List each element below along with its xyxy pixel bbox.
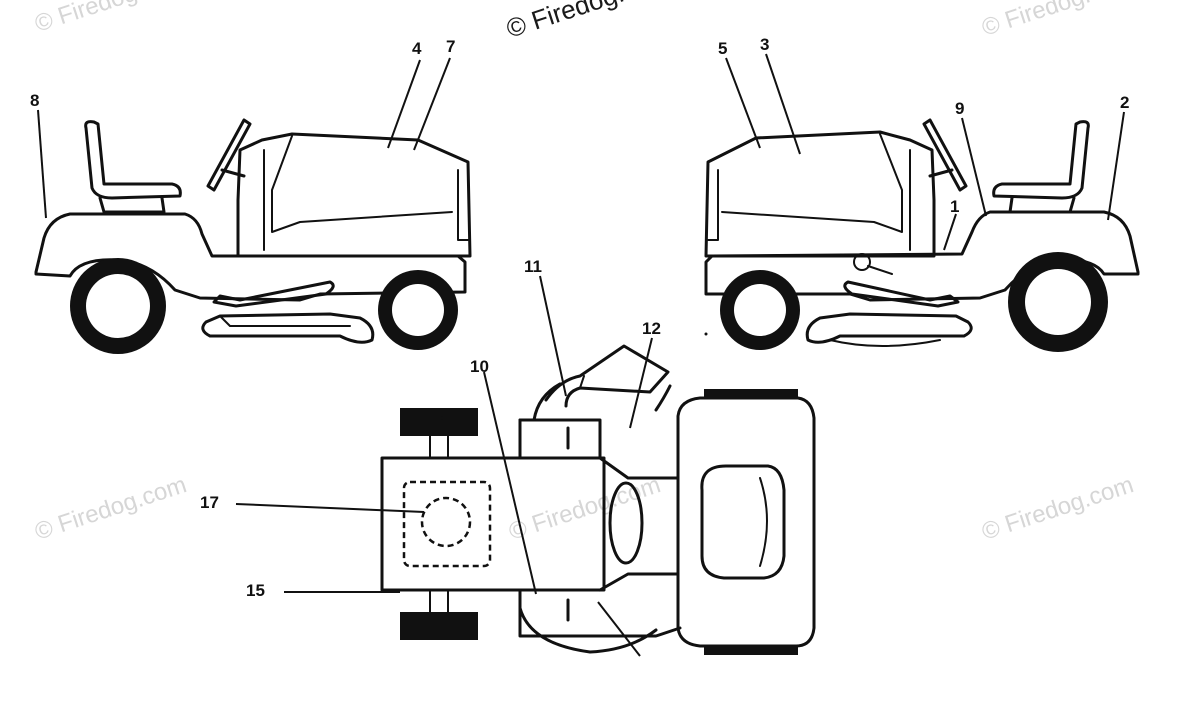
tractor-right-side-view xyxy=(704,118,1140,352)
callout-2: 2 xyxy=(1120,93,1129,112)
callout-17: 17 xyxy=(200,493,219,512)
leader-lines xyxy=(37,53,1125,657)
callout-5: 5 xyxy=(718,39,727,58)
callout-8: 8 xyxy=(30,91,39,110)
watermark-top-right: © Firedog.com xyxy=(979,0,1137,42)
watermark-mid-left: © Firedog.com xyxy=(32,471,190,545)
watermark-mid-right: © Firedog.com xyxy=(979,471,1137,545)
watermark-top-left: © Firedog.com xyxy=(32,0,190,38)
watermark-top-center: © Firedog.com xyxy=(503,0,675,44)
callout-numbers: 8 4 7 5 3 9 2 1 11 12 10 17 15 xyxy=(30,35,1129,600)
tractor-left-side-view xyxy=(34,118,472,354)
callout-9: 9 xyxy=(955,99,964,118)
callout-12: 12 xyxy=(642,319,661,338)
callout-4: 4 xyxy=(412,39,422,58)
callout-7: 7 xyxy=(446,37,455,56)
tractor-top-view xyxy=(380,344,816,655)
callout-1: 1 xyxy=(950,197,959,216)
callout-11: 11 xyxy=(524,257,542,276)
callout-10: 10 xyxy=(470,357,489,376)
callout-15: 15 xyxy=(246,581,265,600)
callout-3: 3 xyxy=(760,35,769,54)
